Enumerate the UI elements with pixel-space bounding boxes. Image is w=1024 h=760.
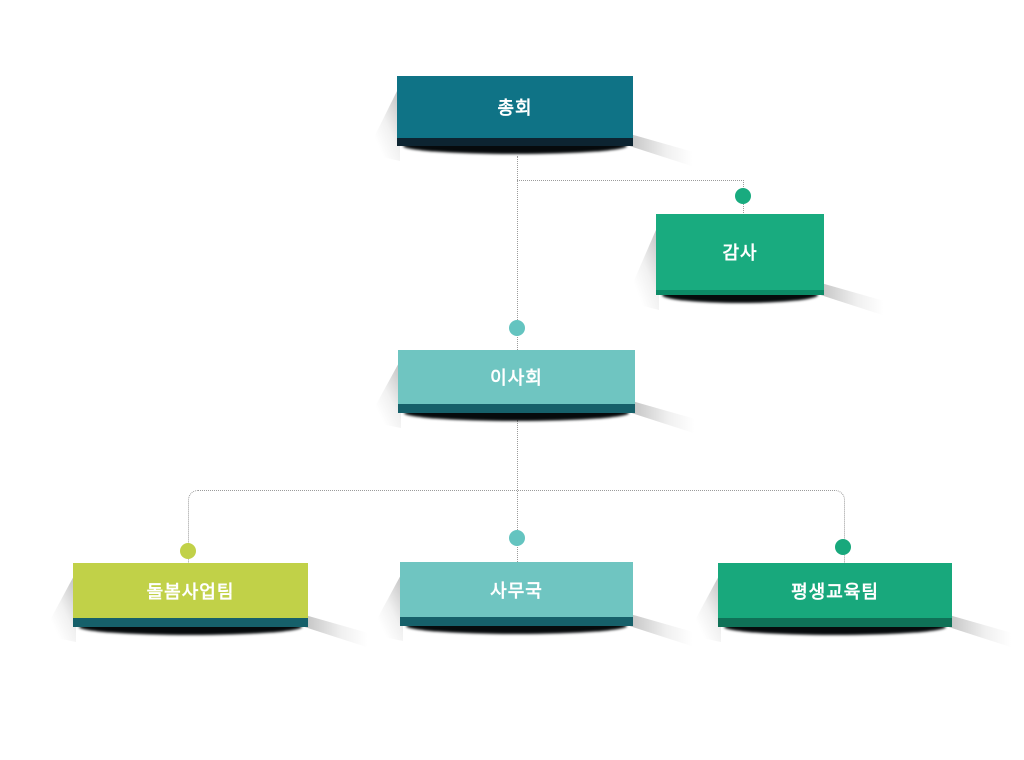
node-label-dolbom: 돌봄사업팀: [146, 581, 235, 602]
branch-dot-pyeongsaeng: [835, 539, 851, 555]
connector-isahoe-samuguk: [517, 420, 518, 562]
fold-shadow-right: [632, 401, 712, 439]
node-bottom-edge: [398, 404, 635, 413]
node-box-chonghoe: 총회: [397, 76, 633, 138]
org-node-pyeongsaeng: 평생교육팀: [687, 563, 1024, 653]
fold-shadow-right: [630, 134, 710, 172]
node-label-pyeongsaeng: 평생교육팀: [791, 581, 879, 602]
node-bottom-edge: [397, 138, 633, 146]
branch-dot-samuguk: [509, 530, 525, 546]
branch-dot-dolbom: [180, 543, 196, 559]
connector-chonghoe-isahoe: [517, 156, 518, 350]
node-bottom-edge: [73, 618, 308, 627]
fold-shadow-right: [821, 283, 901, 321]
node-label-samuguk: 사무국: [490, 580, 543, 601]
node-box-gamsa: 감사: [656, 214, 824, 290]
node-label-isahoe: 이사회: [490, 368, 543, 388]
node-bottom-edge: [400, 617, 633, 626]
fold-shadow-left: [367, 359, 401, 428]
node-box-isahoe: 이사회: [398, 350, 635, 404]
org-node-gamsa: 감사: [625, 214, 901, 321]
node-label-gamsa: 감사: [722, 243, 758, 263]
org-node-chonghoe: 총회: [366, 76, 710, 172]
fold-shadow-right: [949, 615, 1024, 653]
node-bottom-edge: [656, 290, 824, 295]
org-node-isahoe: 이사회: [367, 350, 712, 439]
fold-shadow-left: [369, 571, 403, 641]
node-box-samuguk: 사무국: [400, 562, 633, 617]
branch-dot-gamsa: [735, 188, 751, 204]
connector-isahoe-children: [188, 490, 845, 564]
org-node-samuguk: 사무국: [369, 562, 710, 652]
node-box-pyeongsaeng: 평생교육팀: [718, 563, 952, 618]
node-bottom-edge: [718, 618, 952, 627]
node-box-dolbom: 돌봄사업팀: [73, 563, 308, 618]
connector-chonghoe-gamsa: [517, 180, 744, 215]
org-node-dolbom: 돌봄사업팀: [42, 563, 385, 653]
fold-shadow-left: [42, 572, 76, 642]
fold-shadow-left: [625, 223, 659, 310]
fold-shadow-left: [366, 85, 400, 161]
node-label-chonghoe: 총회: [497, 98, 533, 118]
fold-shadow-left: [687, 572, 721, 642]
branch-dot-isahoe: [509, 320, 525, 336]
